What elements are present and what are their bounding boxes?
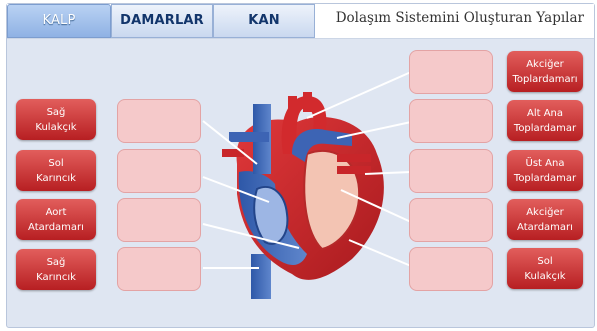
drop-slot-right-3[interactable] bbox=[409, 149, 493, 193]
drop-slot-right-1[interactable] bbox=[409, 50, 493, 94]
inferior-vena-cava-shape bbox=[251, 254, 271, 299]
drop-slot-right-4[interactable] bbox=[409, 198, 493, 242]
drop-slot-right-2[interactable] bbox=[409, 99, 493, 143]
drop-slot-left-4[interactable] bbox=[117, 247, 201, 291]
drop-slot-left-2[interactable] bbox=[117, 149, 201, 193]
drop-slot-left-1[interactable] bbox=[117, 99, 201, 143]
activity-window: KALP DAMARLAR KAN Dolaşım Sistemini Oluş… bbox=[6, 3, 595, 328]
drop-slot-left-3[interactable] bbox=[117, 198, 201, 242]
drop-slot-right-5[interactable] bbox=[409, 247, 493, 291]
